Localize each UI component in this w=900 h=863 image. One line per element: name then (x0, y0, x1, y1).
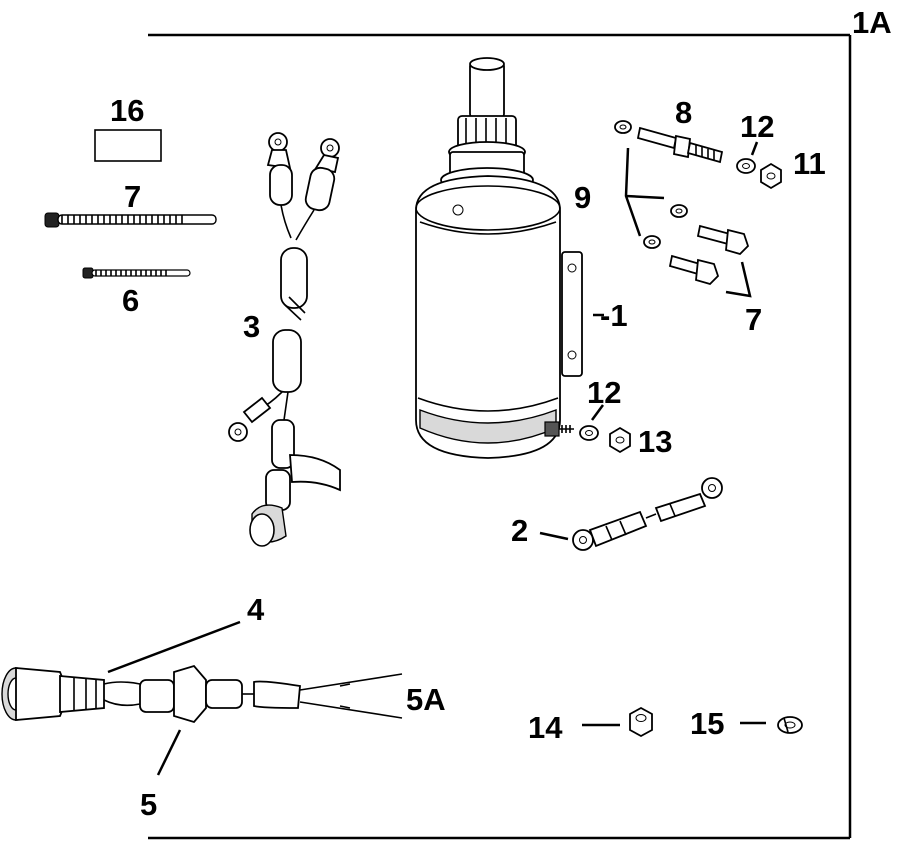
callout-16: 16 (110, 93, 144, 128)
callout-10: 9 (574, 180, 591, 215)
callout-12-lower: 12 (587, 375, 621, 410)
starter-motor (415, 57, 583, 459)
washers-pair (643, 204, 688, 249)
callout-9: 8 (675, 95, 692, 130)
callout-11: 11 (793, 146, 826, 181)
callout-1: -1 (600, 298, 628, 333)
page-label: 1A (852, 5, 892, 40)
callout-12-upper: 12 (740, 109, 774, 144)
leader-10 (624, 147, 665, 237)
callout-5: 5 (140, 787, 157, 822)
leader-8 (725, 261, 752, 298)
leader-4 (107, 620, 241, 674)
cable-tie-small (82, 267, 191, 279)
callout-14: 14 (528, 710, 563, 745)
nut-upper (760, 162, 782, 190)
ground-cable (572, 477, 723, 551)
hex-nut (629, 706, 653, 738)
callout-15: 15 (690, 706, 724, 741)
diagram-frame (148, 33, 852, 840)
label-decal (94, 129, 162, 162)
cable-tie-large (44, 212, 217, 228)
lock-washer (777, 716, 803, 734)
callout-3: 3 (243, 309, 260, 344)
connector-assembly (1, 664, 403, 724)
callout-8: 7 (745, 302, 762, 337)
washer-lower (579, 425, 599, 441)
leader-2 (539, 531, 569, 541)
leader-12-upper (750, 141, 759, 156)
callout-4: 4 (247, 592, 265, 627)
leader-5 (156, 729, 182, 776)
washer-upper (736, 158, 756, 174)
callout-6: 6 (122, 283, 139, 318)
wiring-harness (228, 132, 341, 547)
nut-lower (609, 426, 631, 454)
callout-13: 13 (638, 424, 672, 459)
leader-12-lower (590, 404, 605, 421)
stud-bolt (614, 120, 724, 164)
callout-5a: 5A (406, 682, 446, 717)
bolts (668, 224, 750, 286)
callout-2: 2 (511, 513, 528, 548)
callout-7: 7 (124, 179, 141, 214)
